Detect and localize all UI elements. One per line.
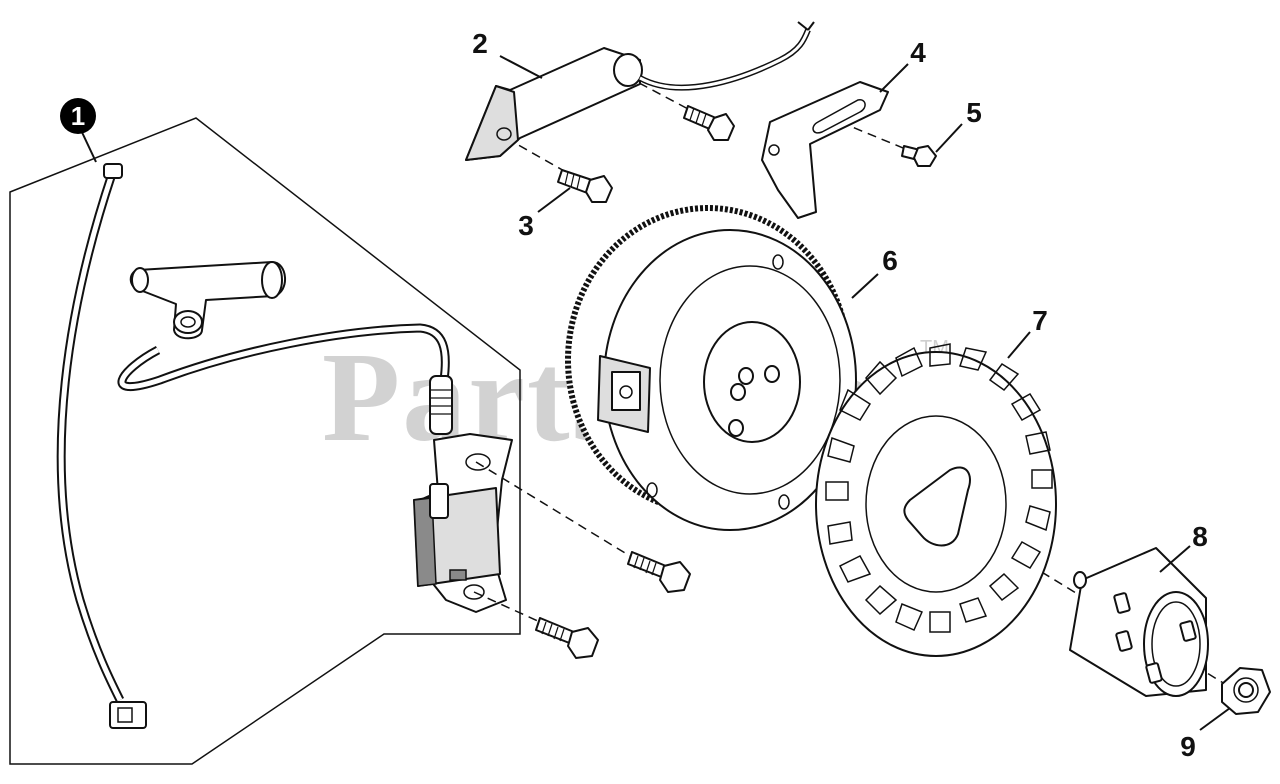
leader-8 xyxy=(1159,545,1191,573)
callout-1: 1 xyxy=(60,98,96,134)
callout-3-label: 3 xyxy=(518,210,534,241)
screw-part-3[interactable] xyxy=(557,169,613,203)
coil-screw-upper[interactable] xyxy=(627,551,691,593)
leader-1 xyxy=(79,127,97,163)
callout-5-label: 5 xyxy=(966,97,982,128)
high-tension-lead[interactable] xyxy=(117,323,453,435)
coil-screw-lower[interactable] xyxy=(535,617,599,659)
screw-part-5[interactable] xyxy=(901,145,937,167)
screw-part-2-upper[interactable] xyxy=(683,105,735,141)
callout-9-label: 9 xyxy=(1180,731,1196,762)
dash-bracket xyxy=(839,121,909,151)
leader-9 xyxy=(1199,707,1231,731)
ignition-wire[interactable] xyxy=(56,163,147,729)
dash-coil-lower xyxy=(473,591,541,623)
callout-6-label: 6 xyxy=(882,245,898,276)
flywheel[interactable] xyxy=(565,205,857,531)
bracket[interactable] xyxy=(761,81,889,219)
callout-2-label: 2 xyxy=(472,28,488,59)
leader-6 xyxy=(851,273,879,299)
dash-part2-upper xyxy=(625,75,691,111)
leader-2 xyxy=(499,55,543,79)
ignition-coil[interactable] xyxy=(413,433,513,613)
callouts: 1 2 3 4 5 6 7 8 9 xyxy=(60,28,1208,762)
callout-7-label: 7 xyxy=(1032,305,1048,336)
leader-3 xyxy=(537,187,571,213)
assembly-1-boundary xyxy=(9,117,521,765)
starter-cup[interactable] xyxy=(1069,547,1209,697)
leader-4 xyxy=(879,63,909,93)
callout-8-label: 8 xyxy=(1192,521,1208,552)
charging-coil[interactable] xyxy=(465,21,815,161)
leader-7 xyxy=(1007,331,1031,359)
leader-5 xyxy=(935,123,963,153)
flywheel-nut[interactable] xyxy=(1221,667,1271,715)
dash-coil-upper xyxy=(475,461,631,557)
callout-1-label: 1 xyxy=(71,101,85,131)
callout-4-label: 4 xyxy=(910,37,926,68)
spark-plug-boot[interactable] xyxy=(129,261,286,340)
dash-part2-screw xyxy=(505,137,567,173)
leader-lines xyxy=(79,55,1231,731)
cooling-fan[interactable] xyxy=(815,343,1057,657)
